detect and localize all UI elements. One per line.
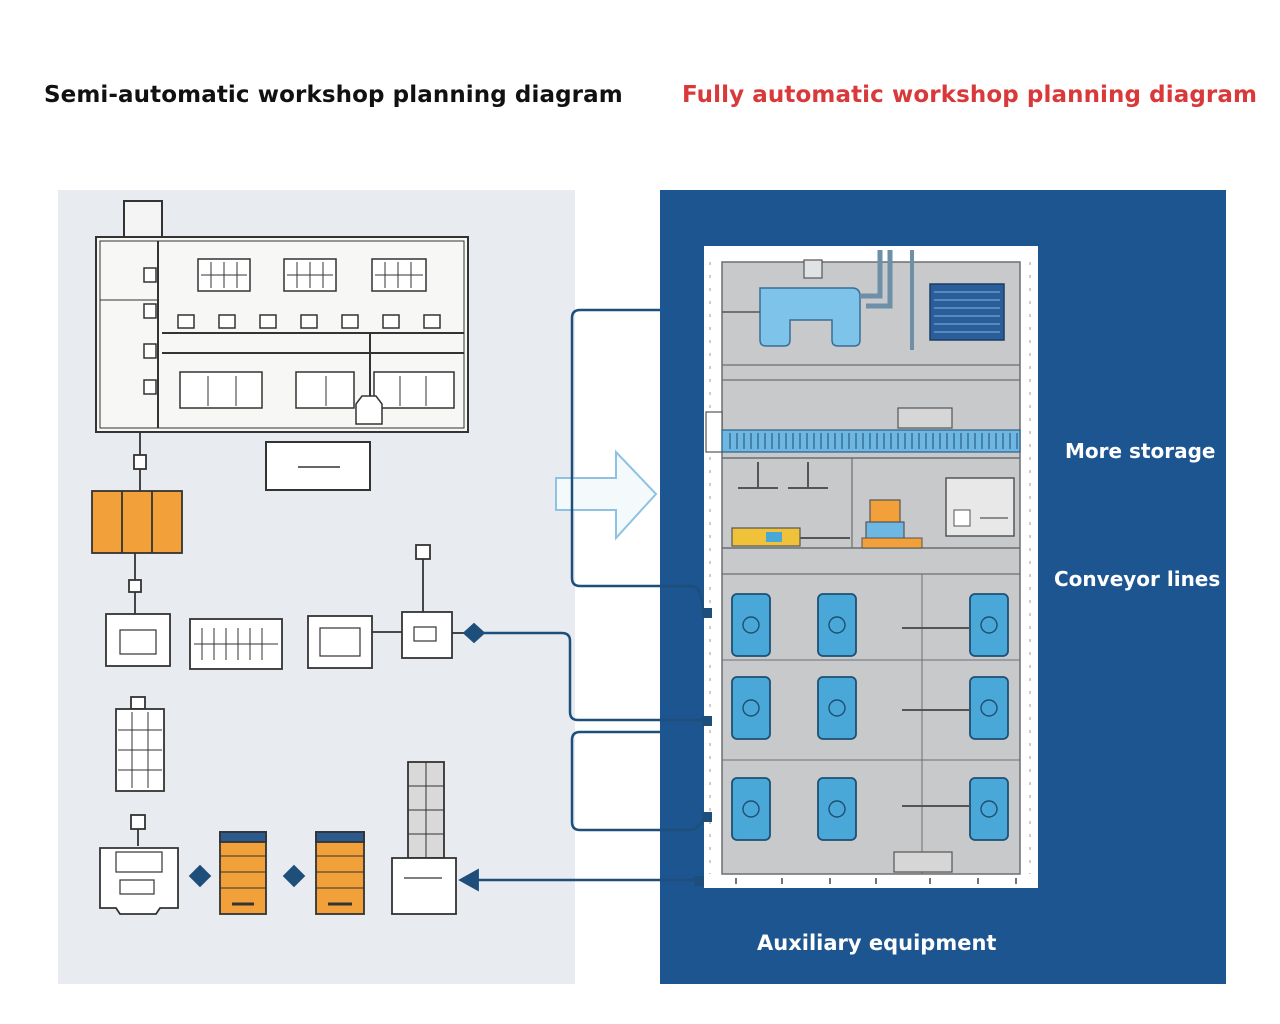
workstation-fixture-icon [828,699,846,717]
workstation [817,676,857,740]
workstation [969,676,1009,740]
workstation [817,593,857,657]
semi-automatic-floor-plan [95,200,469,491]
transition-arrow [555,449,658,541]
workstation-fixture-icon [980,800,998,818]
workstation [731,777,771,841]
workstation [817,777,857,841]
workstation-fixture-icon [742,800,760,818]
connector-lines [478,308,706,882]
workstation [969,593,1009,657]
workstation-fixture-icon [980,616,998,634]
more-storage-label: More storage [1065,439,1216,463]
workstation-fixture-icon [980,699,998,717]
workstation-fixture-icon [828,800,846,818]
semi-automatic-equipment [91,432,486,915]
fully-automatic-title: Fully automatic workshop planning diagra… [682,82,1258,108]
workstation [969,777,1009,841]
fully-automatic-floor-plan [694,246,1038,888]
workstation [731,676,771,740]
workstation-fixture-icon [828,616,846,634]
workstation-fixture-icon [742,616,760,634]
workstation [731,593,771,657]
semi-automatic-title: Semi-automatic workshop planning diagram [44,82,623,108]
conveyor-lines-label: Conveyor lines [1054,567,1221,591]
workstation-fixture-icon [742,699,760,717]
auxiliary-equipment-label: Auxiliary equipment [757,931,997,955]
